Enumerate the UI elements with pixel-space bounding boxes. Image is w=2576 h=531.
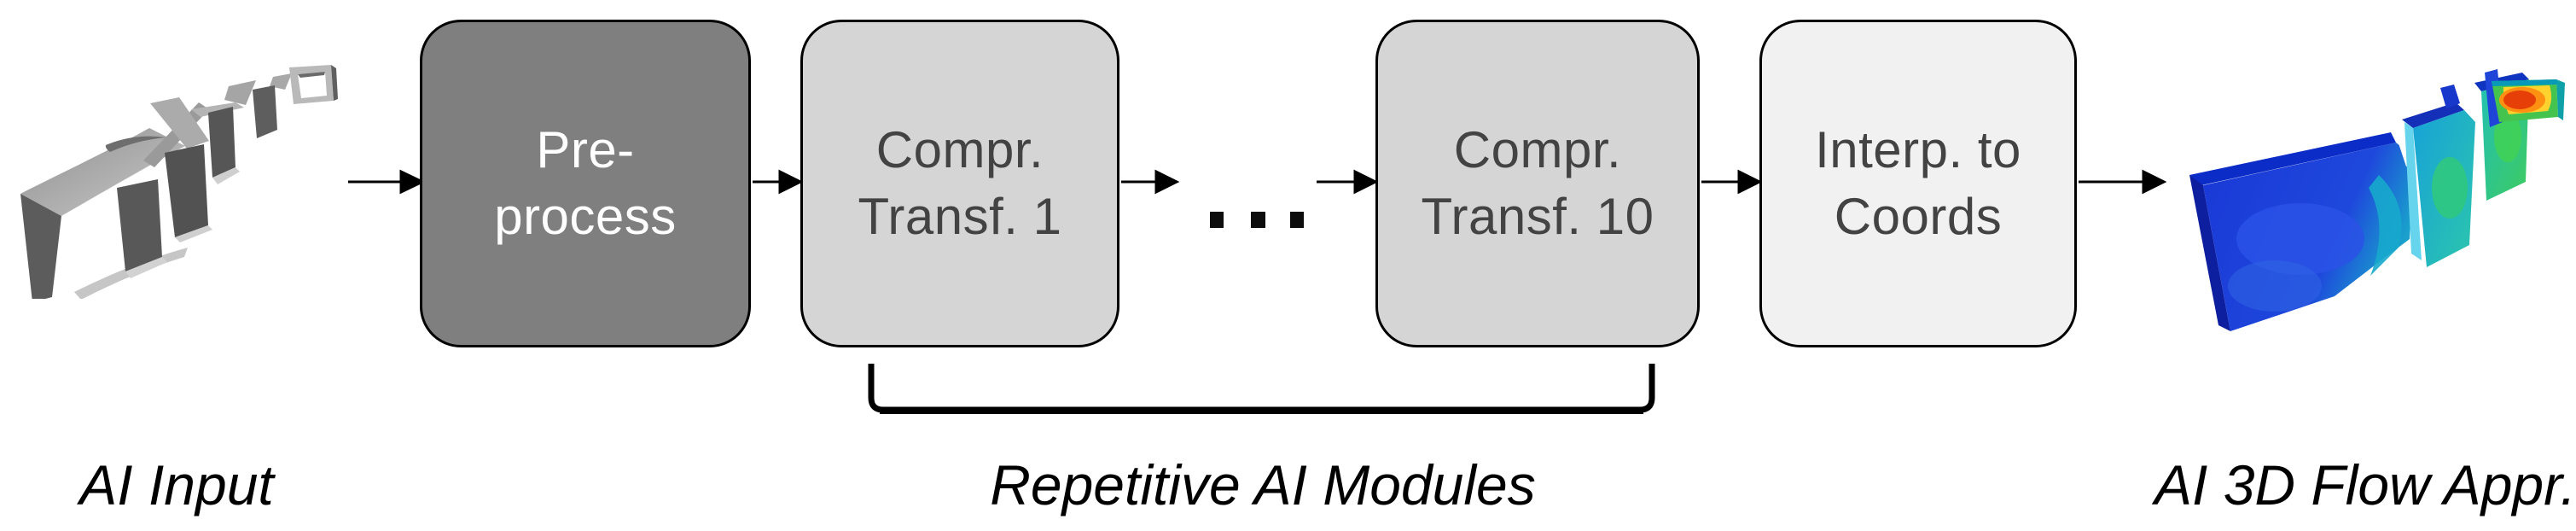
arrow-transf1-to-ellipsis	[1121, 169, 1180, 195]
flow-box-preprocess: Pre- process	[420, 20, 751, 347]
arrow-interp-to-output	[2079, 169, 2167, 195]
arrow-transf10-to-interp	[1701, 169, 1763, 195]
flow-box-compr-transf-10: Compr. Transf. 10	[1375, 20, 1700, 347]
caption-repetitive-ai-modules: Repetitive AI Modules	[990, 453, 1536, 516]
repetitive-modules-bracket	[868, 364, 1655, 414]
arrow-ellipsis-to-transf10	[1317, 169, 1379, 195]
output-flow-image	[2189, 69, 2565, 331]
flow-box-preprocess-label: Pre- process	[494, 121, 677, 245]
caption-ai-3d-flow-appr: AI 3D Flow Appr.	[2154, 453, 2576, 516]
flow-colored-shapes	[2189, 69, 2565, 331]
arrow-preprocess-to-transf1	[753, 169, 804, 195]
flow-box-compr-transf-10-label: Compr. Transf. 10	[1421, 121, 1654, 245]
flow-box-compr-transf-1: Compr. Transf. 1	[800, 20, 1119, 347]
flow-box-interp-to-coords-label: Interp. to Coords	[1815, 121, 2021, 245]
flow-box-interp-to-coords: Interp. to Coords	[1759, 20, 2077, 347]
caption-ai-input: AI Input	[79, 453, 274, 516]
flow-box-compr-transf-1-label: Compr. Transf. 1	[858, 121, 1062, 245]
arrow-input-to-preprocess	[348, 169, 426, 195]
turbine-gray-shapes	[20, 65, 338, 299]
input-geometry-image	[20, 65, 338, 299]
ellipsis-dots	[1210, 212, 1304, 228]
